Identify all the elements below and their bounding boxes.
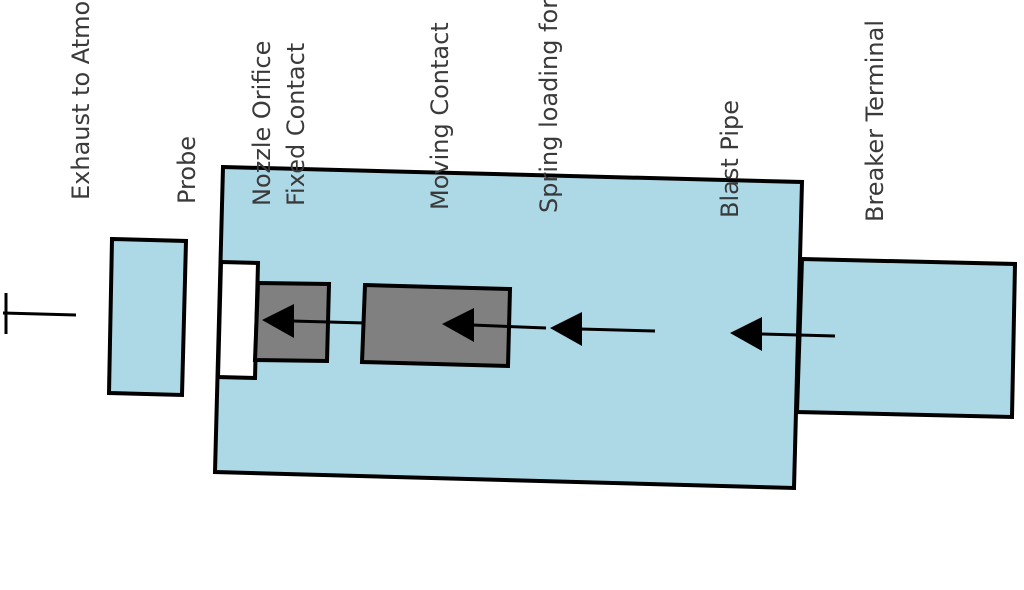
flow-arrowhead-1 bbox=[730, 317, 762, 351]
label-blast-pipe: Blast Pipe bbox=[716, 100, 744, 218]
label-moving-contact: Moving Contact bbox=[426, 22, 454, 210]
label-nozzle-orifice: Nozzle Orifice bbox=[248, 41, 276, 206]
probe-block bbox=[106, 236, 189, 398]
flow-arrowhead-3 bbox=[442, 308, 474, 342]
flow-arrow-line-3 bbox=[471, 323, 547, 330]
label-exhaust: Exhaust to Atmosphere bbox=[67, 0, 95, 200]
breaker-terminal-block bbox=[794, 256, 1018, 420]
label-fixed-contact: Fixed Contact bbox=[282, 43, 310, 206]
label-spring: Spring loading for Moving Contact bbox=[535, 0, 563, 213]
label-probe: Probe bbox=[173, 136, 201, 204]
nozzle-orifice bbox=[215, 259, 261, 381]
flow-arrow-line-4 bbox=[291, 319, 366, 325]
exhaust-marker-stem bbox=[2, 311, 77, 317]
flow-arrow-line-2 bbox=[579, 327, 656, 333]
moving-contact bbox=[359, 282, 513, 369]
label-breaker-terminal: Breaker Terminal bbox=[861, 20, 889, 222]
flow-arrowhead-2 bbox=[550, 312, 582, 346]
flow-arrowhead-4 bbox=[262, 304, 294, 338]
flow-arrow-line-1 bbox=[759, 332, 836, 338]
